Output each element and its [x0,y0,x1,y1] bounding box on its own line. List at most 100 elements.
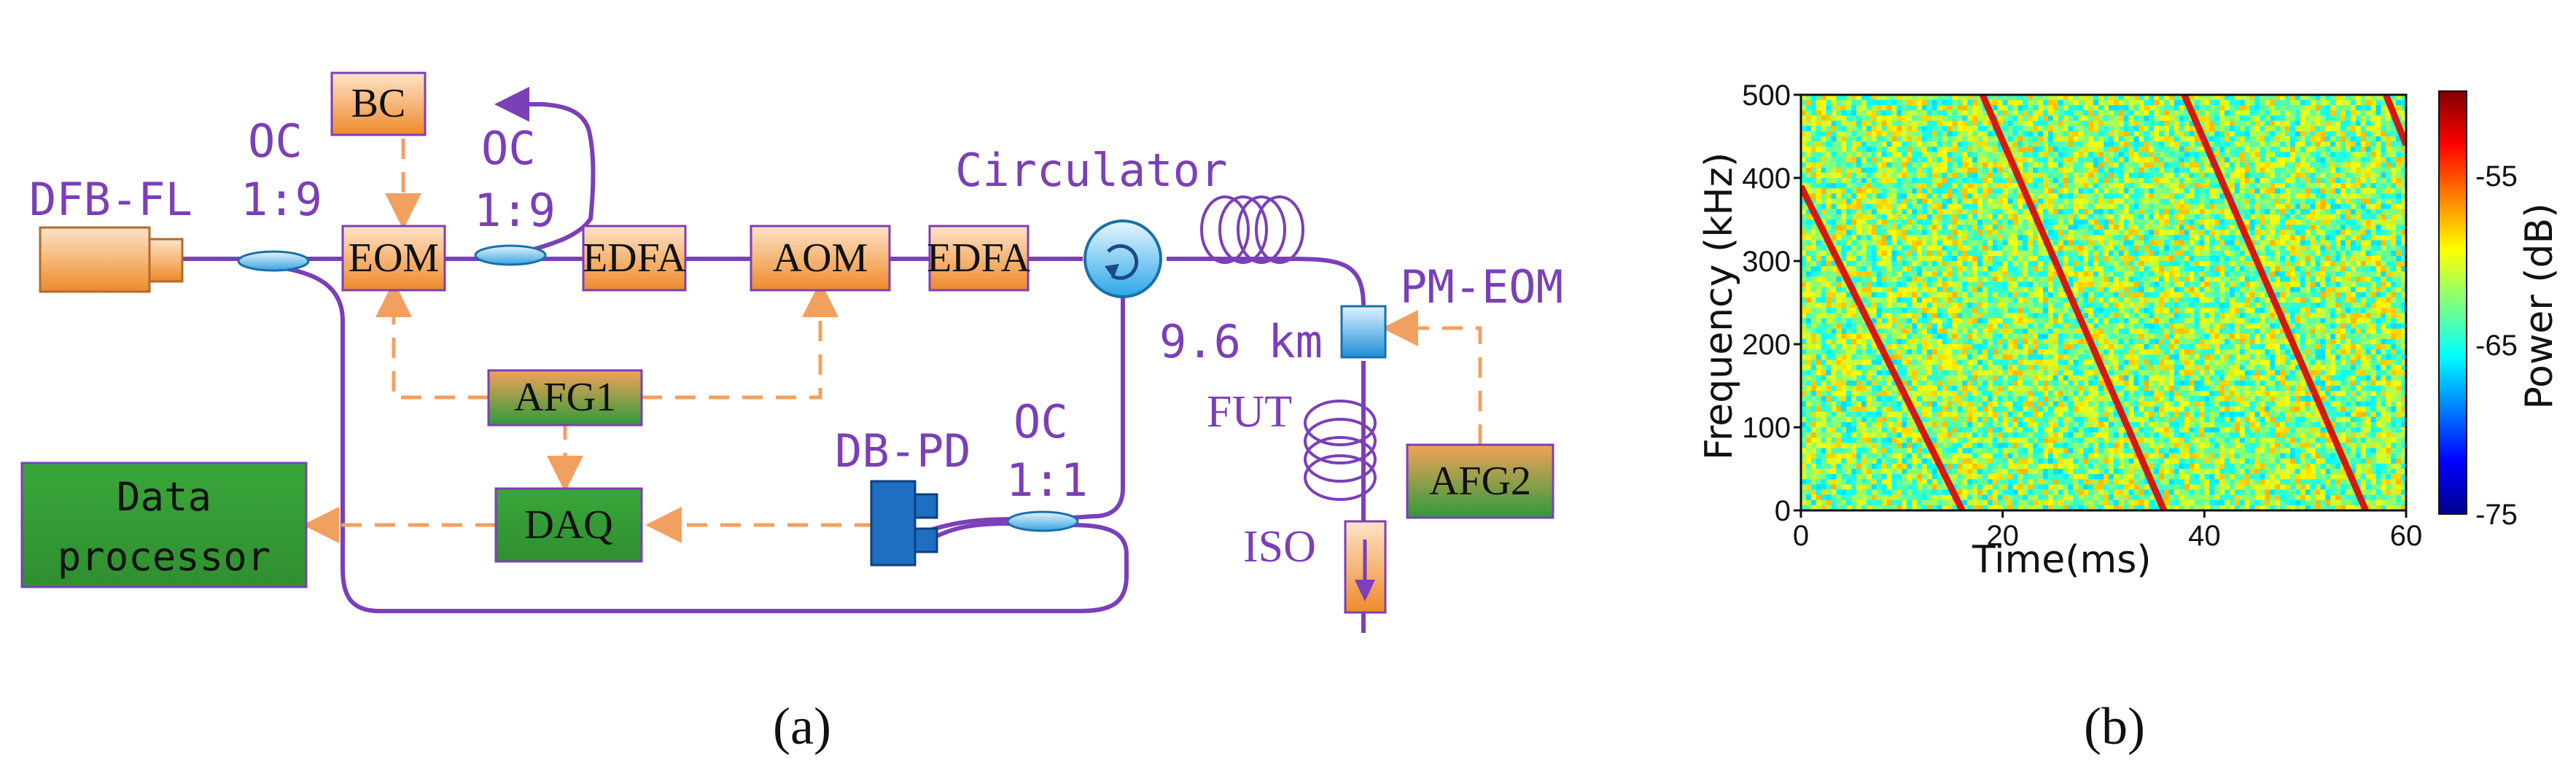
heatmap-cell [1931,463,1938,470]
heatmap-cell [1967,110,1973,117]
heatmap-cell [1836,115,1842,122]
heatmap-cell [1821,333,1827,340]
heatmap-cell [1982,489,1988,496]
heatmap-cell [1947,448,1953,454]
heatmap-cell [1866,255,1872,262]
heatmap-cell [2052,469,2059,475]
heatmap-cell [2078,328,2084,335]
heatmap-cell [1917,105,1923,111]
heatmap-cell [1876,235,1883,241]
heatmap-cell [1907,292,1912,298]
heatmap-cell [1841,469,1847,475]
heatmap-cell [2012,437,2019,443]
heatmap-cell [1992,152,1999,158]
heatmap-cell [2028,266,2034,272]
heatmap-cell [1902,338,1907,345]
heatmap-cell [2104,365,2109,371]
heatmap-cell [1881,193,1888,200]
heatmap-cell [2108,406,2114,413]
heatmap-cell [2017,406,2023,413]
heatmap-cell [2012,349,2019,355]
heatmap-cell [2047,203,2054,210]
heatmap-cell [1891,297,1898,303]
heatmap-cell [1947,474,1953,480]
heatmap-cell [2002,453,2009,459]
heatmap-cell [1861,178,1867,184]
heatmap-cell [1942,365,1948,371]
heatmap-cell [1821,178,1827,184]
heatmap-cell [1871,261,1877,267]
heatmap-cell [1886,100,1893,106]
heatmap-cell [2038,136,2044,142]
heatmap-cell [2073,437,2079,443]
heatmap-cell [1982,125,1988,132]
heatmap-cell [1861,448,1867,454]
heatmap-cell [1987,463,1993,470]
heatmap-cell [2023,453,2028,459]
heatmap-cell [1992,157,1999,163]
heatmap-cell [1952,411,1958,418]
fiber-length-label: 9.6 km [1159,315,1323,368]
heatmap-cell [2078,136,2084,142]
heatmap-cell [1967,344,1973,350]
heatmap-cell [2023,162,2028,168]
heatmap-cell [1821,349,1827,355]
heatmap-cell [2047,136,2054,142]
heatmap-cell [1922,131,1928,137]
heatmap-cell [1992,136,1999,142]
heatmap-cell [1816,396,1822,402]
heatmap-cell [2063,198,2069,205]
heatmap-cell [2058,443,2064,449]
heatmap-cell [1931,499,1938,506]
heatmap-cell [2093,271,2099,277]
heatmap-cell [1841,110,1847,117]
heatmap-cell [1967,338,1973,345]
heatmap-cell [1947,131,1953,137]
heatmap-cell [2028,432,2034,438]
heatmap-cell [2028,141,2034,147]
heatmap-cell [1871,136,1877,142]
heatmap-cell [2017,141,2023,147]
heatmap-cell [2093,203,2099,210]
heatmap-cell [1926,271,1933,277]
heatmap-cell [2028,255,2034,262]
heatmap-cell [2043,421,2049,428]
heatmap-cell [2078,198,2084,205]
heatmap-cell [1952,230,1958,236]
heatmap-cell [2068,105,2074,111]
heatmap-cell [1902,479,1907,485]
heatmap-cell [2058,115,2064,122]
heatmap-cell [2104,313,2109,319]
heatmap-cell [1962,100,1968,106]
heatmap-cell [2068,125,2074,132]
heatmap-cell [2078,453,2084,459]
heatmap-cell [2023,261,2028,267]
heatmap-cell [1992,162,1999,168]
heatmap-cell [1886,380,1893,386]
heatmap-cell [2078,125,2084,132]
edfa2-box [928,225,1030,292]
heatmap-cell [1851,225,1857,230]
heatmap-cell [1952,120,1958,127]
heatmap-cell [1977,261,1983,267]
heatmap-cell [1937,120,1943,127]
heatmap-cell [1967,333,1973,340]
heatmap-cell [1816,489,1822,496]
heatmap-cell [2033,162,2039,168]
heatmap-cell [2073,292,2079,298]
heatmap-cell [1902,380,1907,386]
heatmap-cell [2052,162,2059,168]
heatmap-cell [1907,203,1912,210]
heatmap-cell [1972,494,1978,501]
heatmap-cell [1836,250,1842,257]
heatmap-cell [2078,276,2084,283]
heatmap-cell [2078,396,2084,402]
heatmap-cell [1917,261,1923,267]
heatmap-cell [1922,458,1928,464]
heatmap-cell [1871,365,1877,371]
heatmap-cell [1891,162,1898,168]
heatmap-cell [2023,115,2028,122]
heatmap-cell [2002,125,2009,132]
heatmap-cell [2058,323,2064,330]
heatmap-cell [1997,474,2004,480]
